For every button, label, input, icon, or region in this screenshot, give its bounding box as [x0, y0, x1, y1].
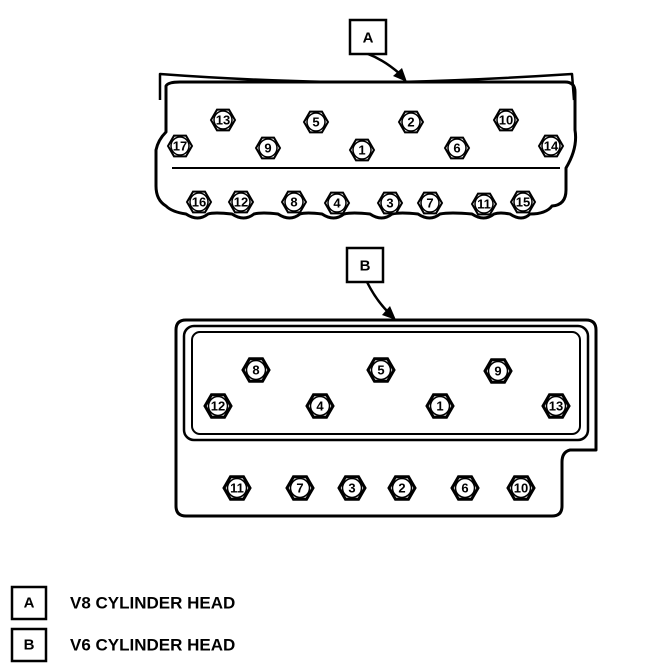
v8-bolt: 14 — [537, 134, 565, 158]
legend-label: V8 CYLINDER HEAD — [70, 594, 235, 613]
legend-label: V6 CYLINDER HEAD — [70, 636, 235, 655]
v6-bolt: 3 — [337, 475, 367, 501]
v6-bolt-label: 8 — [252, 363, 259, 378]
v8-bolt: 15 — [509, 190, 537, 214]
v6-bolt: 9 — [483, 358, 513, 384]
v8-bolt: 7 — [416, 191, 444, 215]
v6-bolt-label: 11 — [230, 481, 244, 496]
v6-cylinder-head — [174, 318, 598, 518]
v6-bolt-label: 3 — [348, 481, 355, 496]
callout-b: B — [345, 246, 396, 320]
v8-bolt: 5 — [302, 110, 330, 134]
v8-bolt: 8 — [280, 190, 308, 214]
v6-bolt-label: 4 — [316, 399, 324, 414]
v6-bolt: 4 — [305, 393, 335, 419]
v6-bolts: 8 5 9 12 4 1 13 11 7 3 2 6 10 — [203, 357, 571, 501]
legend-key-box — [10, 585, 48, 621]
v8-bolt-label: 1 — [358, 143, 365, 158]
v6-bolt: 11 — [222, 475, 252, 501]
callout-a: A — [348, 18, 407, 82]
v8-bolt: 2 — [397, 110, 425, 134]
v6-bolt: 1 — [425, 393, 455, 419]
v8-bolt-label: 4 — [333, 196, 341, 211]
v8-bolt-label: 17 — [173, 139, 187, 154]
v6-bolt-label: 6 — [461, 481, 468, 496]
v6-bolt: 8 — [241, 357, 271, 383]
v8-bolts: 17 13 9 5 1 2 6 10 14 16 12 8 4 3 7 11 1… — [166, 108, 565, 216]
v8-bolt-label: 3 — [386, 196, 393, 211]
v6-bolt-label: 13 — [549, 399, 563, 414]
v8-bolt: 17 — [166, 134, 194, 158]
legend-key: A — [24, 595, 35, 612]
v8-bolt-label: 5 — [312, 115, 319, 130]
legend: A V8 CYLINDER HEAD B V6 CYLINDER HEAD — [10, 585, 235, 663]
v8-bolt: 9 — [254, 136, 282, 160]
legend-item-a: A V8 CYLINDER HEAD — [10, 585, 235, 621]
v6-bolt: 13 — [541, 393, 571, 419]
v8-bolt: 1 — [348, 138, 376, 162]
v6-bolt: 5 — [366, 357, 396, 383]
callout-b-label: B — [360, 258, 371, 275]
v8-bolt-label: 8 — [290, 195, 297, 210]
v6-bolt: 6 — [450, 475, 480, 501]
v8-bolt: 6 — [443, 136, 471, 160]
v8-bolt: 16 — [185, 190, 213, 214]
v8-bolt: 4 — [323, 191, 351, 215]
legend-key-box — [10, 627, 48, 663]
v8-bolt-label: 2 — [407, 115, 414, 130]
v8-bolt: 3 — [376, 191, 404, 215]
legend-key: B — [24, 637, 35, 654]
v6-bolt-label: 1 — [436, 399, 443, 414]
v8-bolt-label: 15 — [516, 195, 530, 210]
v8-bolt-label: 10 — [499, 113, 513, 128]
v6-bolt-label: 5 — [377, 363, 384, 378]
v6-bolt: 10 — [506, 475, 536, 501]
v8-bolt-label: 16 — [192, 195, 206, 210]
callout-a-arrowhead — [393, 68, 407, 82]
v6-bolt-label: 9 — [494, 364, 501, 379]
v8-bolt-label: 9 — [264, 141, 271, 156]
v8-bolt-label: 11 — [477, 197, 491, 212]
callout-a-label: A — [363, 30, 374, 47]
v8-bolt: 13 — [209, 108, 237, 132]
v8-bolt-label: 13 — [216, 113, 230, 128]
v6-bolt: 2 — [387, 475, 417, 501]
v6-bolt-label: 7 — [296, 481, 303, 496]
callout-a-arrow — [367, 52, 401, 75]
legend-item-b: B V6 CYLINDER HEAD — [10, 627, 235, 663]
callout-b-arrowhead — [382, 306, 396, 320]
v6-bolt-label: 10 — [514, 481, 528, 496]
v6-bolt-label: 12 — [211, 399, 225, 414]
v8-bolt: 11 — [470, 192, 498, 216]
v8-bolt-label: 7 — [426, 196, 433, 211]
v8-bolt-label: 12 — [234, 195, 248, 210]
v6-bolt-label: 2 — [398, 481, 405, 496]
v8-bolt: 10 — [492, 108, 520, 132]
v6-bolt: 12 — [203, 393, 233, 419]
v8-bolt-label: 14 — [544, 139, 559, 154]
v8-bolt: 12 — [227, 190, 255, 214]
v6-bolt: 7 — [285, 475, 315, 501]
v8-cylinder-head — [154, 72, 578, 220]
callout-b-arrow — [365, 281, 389, 313]
v8-bolt-label: 6 — [453, 141, 460, 156]
